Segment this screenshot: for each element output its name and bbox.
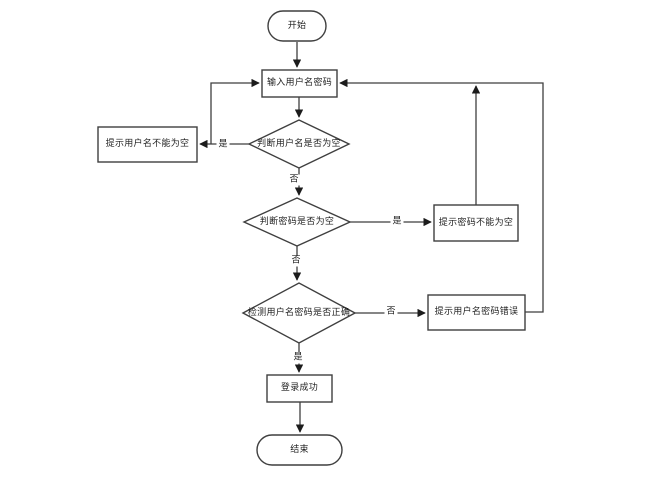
start-node xyxy=(267,10,327,42)
prompt-password-empty-node xyxy=(433,204,519,242)
prompt-username-empty-node xyxy=(97,126,198,163)
input-credentials-node xyxy=(261,69,338,98)
edge-prompt-error-back-to-input xyxy=(339,78,544,313)
check-credentials-correct-node xyxy=(241,282,357,344)
check-password-empty-node xyxy=(242,197,352,247)
login-success-node xyxy=(266,374,333,403)
edge-prompt-username-back-to-input xyxy=(210,78,260,144)
check-username-empty-node xyxy=(247,119,351,169)
prompt-credentials-error-node xyxy=(427,294,526,331)
end-node xyxy=(256,434,343,466)
